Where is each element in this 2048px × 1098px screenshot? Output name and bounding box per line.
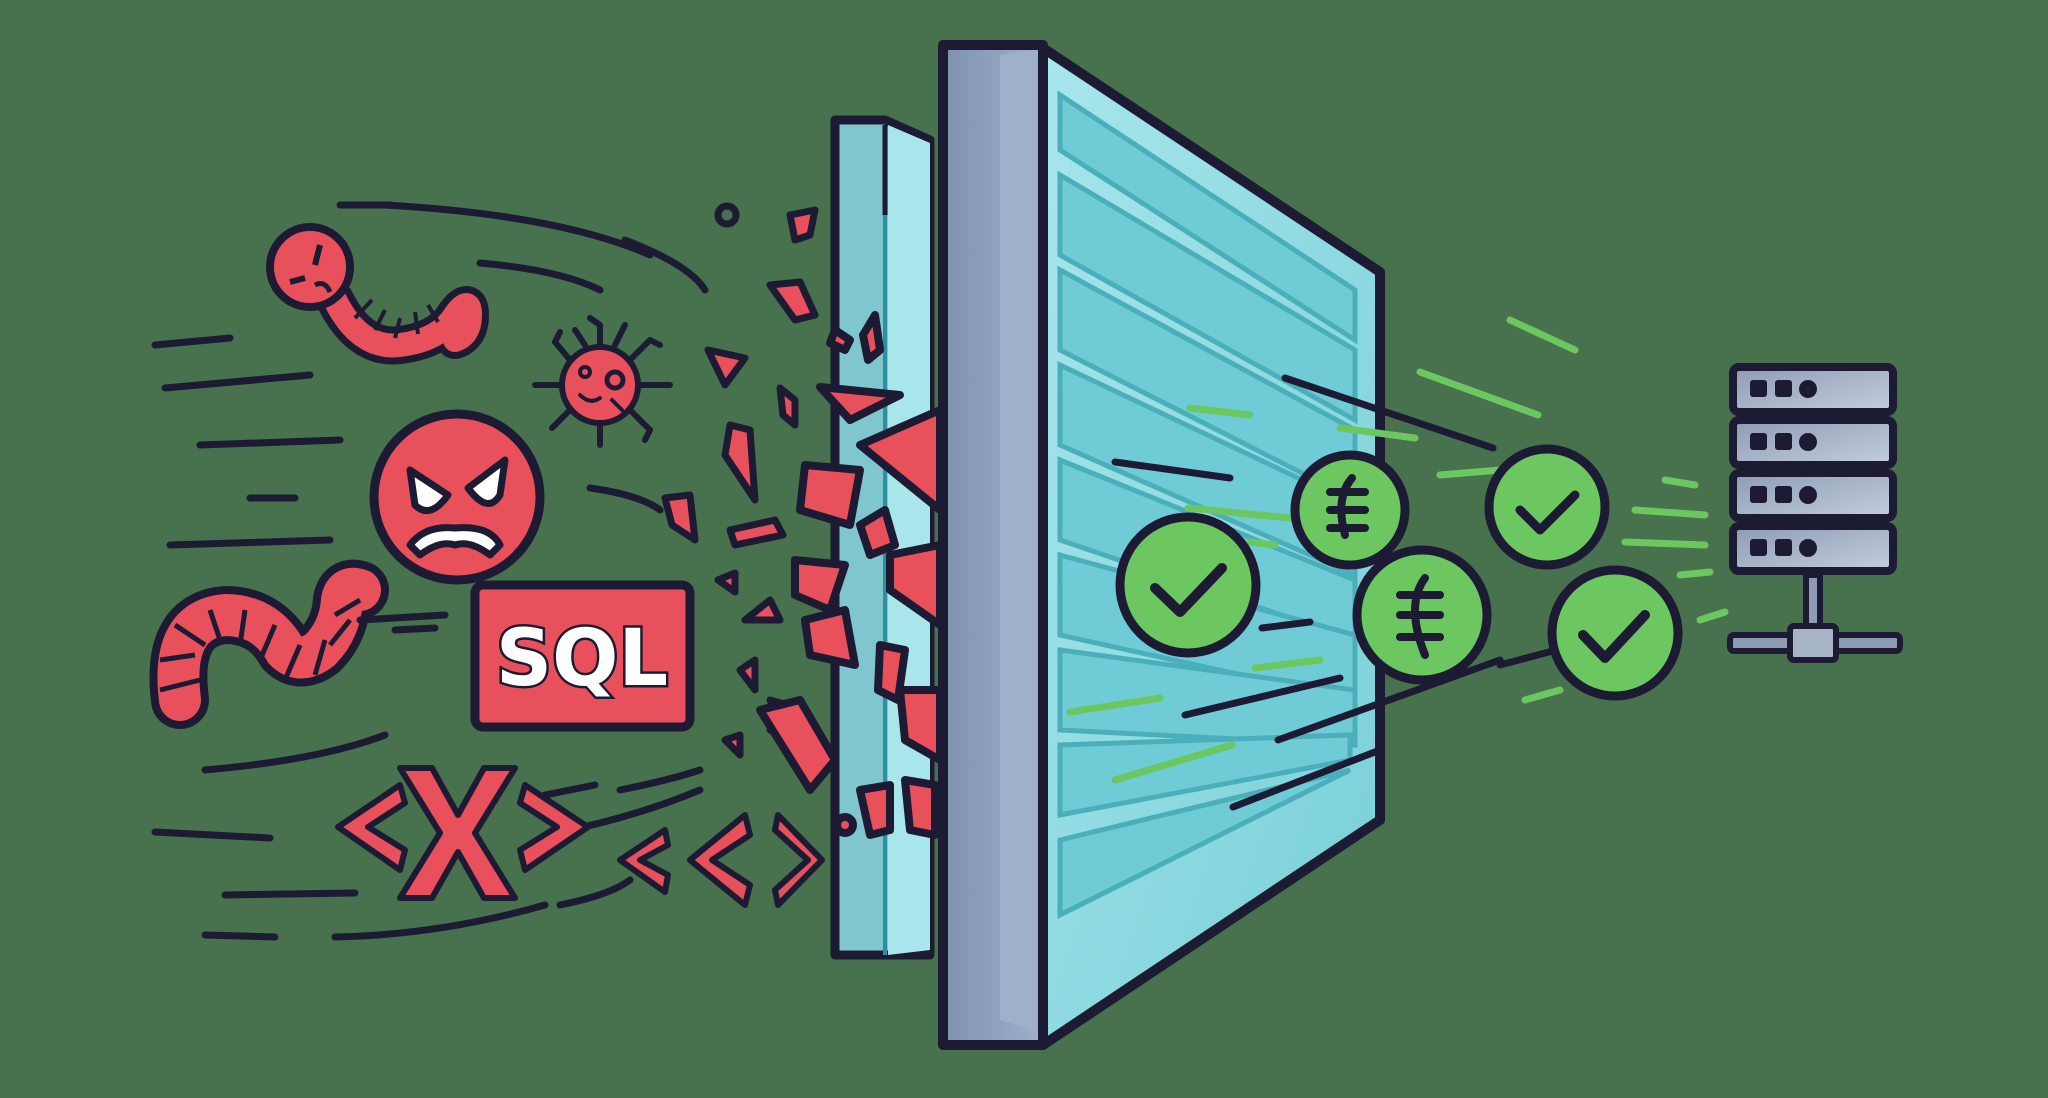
server-unit: [1729, 363, 1897, 416]
sql-injection-icon: SQL: [470, 580, 695, 732]
firewall-frame-post: [938, 40, 1048, 1050]
check-badge-icon: [1484, 444, 1610, 570]
server-unit: [1729, 469, 1897, 522]
xss-tag-icon: [335, 765, 591, 901]
worm-icon: [149, 559, 449, 729]
speed-lines-left: [151, 201, 709, 941]
check-badge-icon: [1547, 565, 1683, 701]
euro-badge-icon: [1290, 450, 1410, 570]
euro-badge-icon: [1352, 545, 1492, 685]
sql-label: SQL: [496, 614, 668, 704]
angry-face-icon: [369, 409, 545, 585]
server-unit: [1729, 416, 1897, 469]
speed-lines-right: [1066, 316, 1729, 811]
server-rack-icon: [1727, 363, 1903, 663]
code-tag-icon: [617, 812, 825, 908]
embedded-shards: [756, 311, 944, 839]
check-badge-icon: [1115, 512, 1261, 658]
virus-icon: [532, 315, 673, 448]
angry-worm-icon: [266, 223, 489, 365]
server-unit: [1729, 522, 1897, 575]
